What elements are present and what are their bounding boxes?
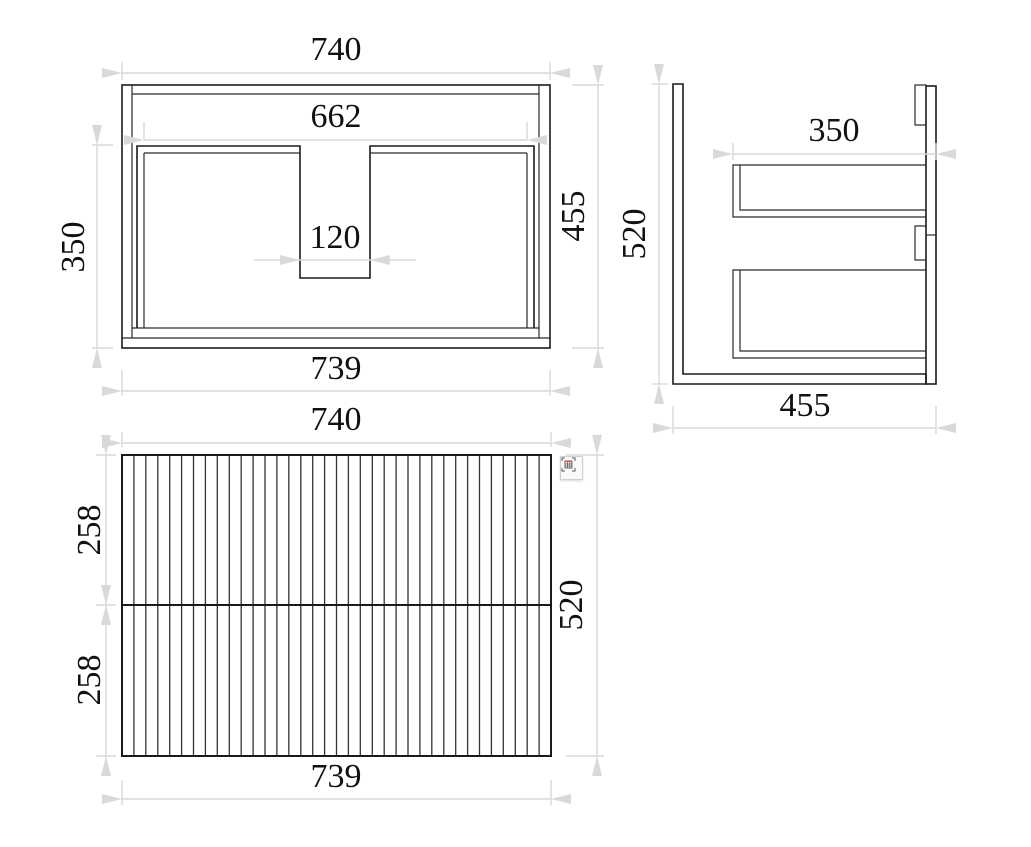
dim-lower-258: 258 <box>71 585 116 776</box>
dim-text: 455 <box>780 387 831 424</box>
dim-height-520: 520 <box>616 64 668 404</box>
dim-cutout-120: 120 <box>254 219 416 265</box>
dim-text: 740 <box>311 401 362 438</box>
top-inner-drawer <box>136 145 535 328</box>
top-outer-frame <box>121 84 551 349</box>
front-view: 740 258 258 520 <box>71 401 604 805</box>
side-carcass <box>672 83 927 385</box>
dim-text: 258 <box>71 655 108 706</box>
dim-top-740: 740 <box>102 31 570 80</box>
dim-front-height-520: 520 <box>553 435 604 776</box>
dim-text: 520 <box>616 209 653 260</box>
dim-front-739: 739 <box>102 758 571 805</box>
dim-text: 520 <box>553 580 590 631</box>
table-select-icon <box>561 457 576 472</box>
dim-text: 739 <box>311 350 362 387</box>
dim-text: 739 <box>311 758 362 795</box>
dim-text: 258 <box>71 505 108 556</box>
dim-inner-662: 662 <box>124 98 547 145</box>
upper-handle <box>914 84 927 126</box>
dim-text: 350 <box>55 222 92 273</box>
dim-text: 740 <box>311 31 362 68</box>
lower-drawer-side <box>732 269 926 359</box>
dim-drawer-350: 350 <box>713 112 956 160</box>
table-select-button[interactable] <box>560 456 583 480</box>
side-view: 350 520 455 <box>616 64 956 434</box>
dim-front-740: 740 <box>102 401 571 448</box>
upper-drawer-side <box>732 164 926 218</box>
dim-text: 120 <box>310 219 361 256</box>
dim-text: 662 <box>311 98 362 135</box>
dim-depth-455-side: 455 <box>653 387 956 434</box>
dim-upper-258: 258 <box>71 435 116 625</box>
dim-bottom-739: 739 <box>102 350 570 396</box>
dim-depth-350: 350 <box>55 125 113 368</box>
top-view: 740 662 120 <box>55 31 604 396</box>
dim-text: 455 <box>555 191 592 242</box>
lower-handle <box>914 225 927 261</box>
dim-depth-455: 455 <box>555 65 604 368</box>
dim-text: 350 <box>809 112 860 149</box>
